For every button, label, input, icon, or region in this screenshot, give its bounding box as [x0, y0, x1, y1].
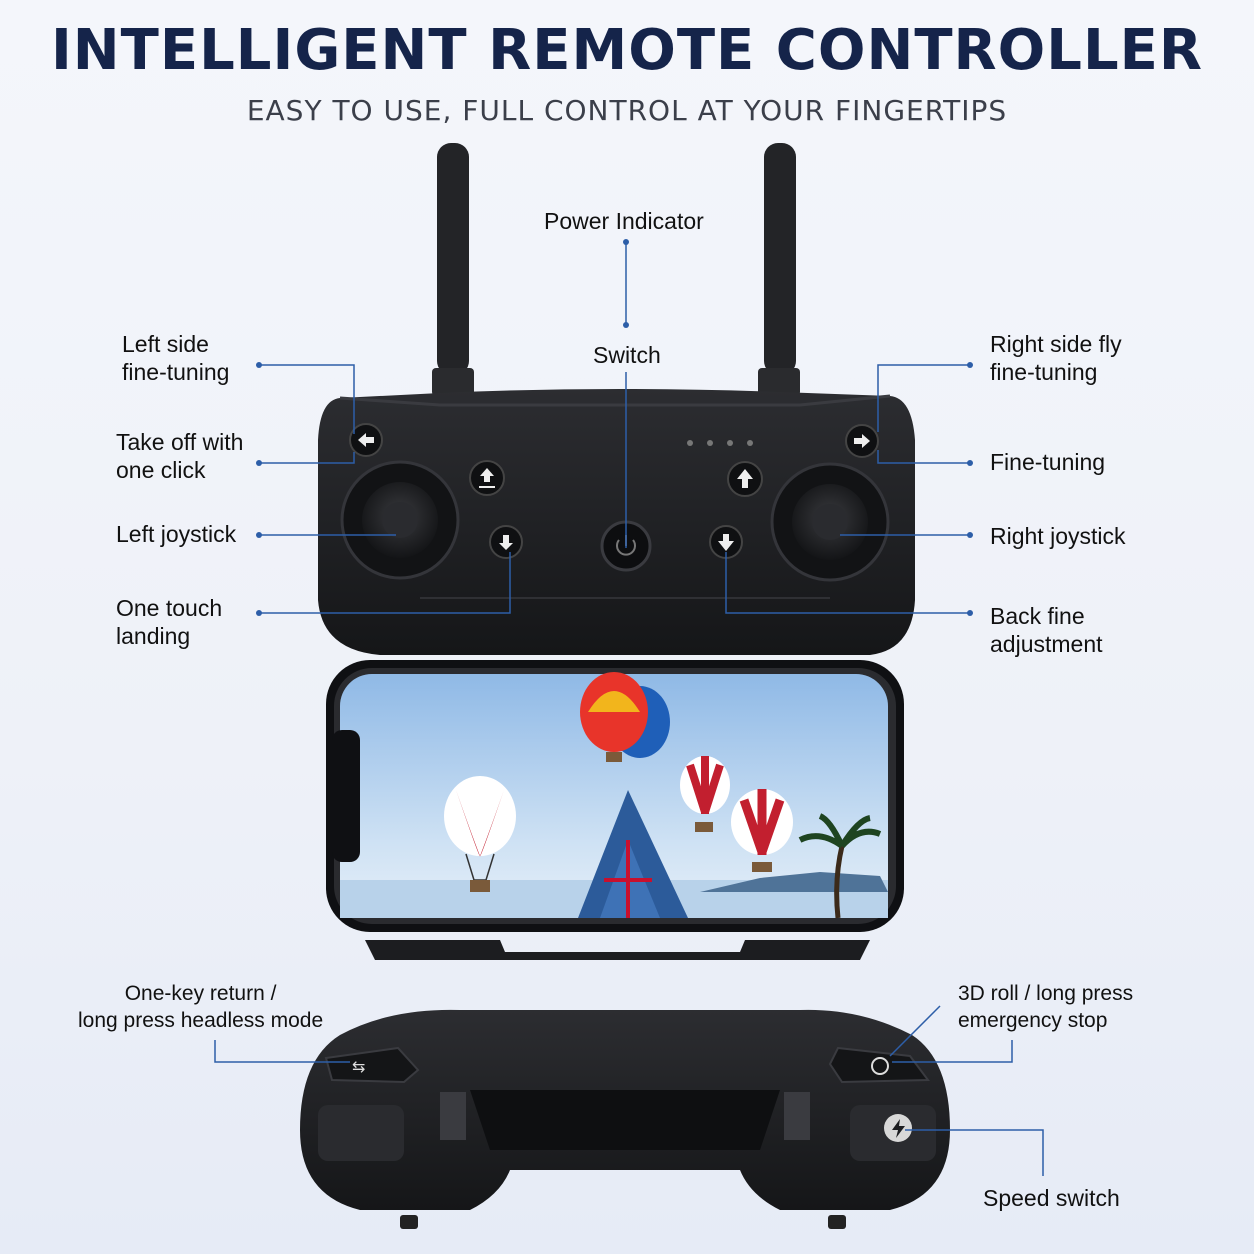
leader-lines — [214, 239, 1044, 1176]
balloon — [444, 776, 516, 892]
page-title: INTELLIGENT REMOTE CONTROLLER — [50, 18, 1204, 83]
antenna-right — [758, 143, 800, 396]
callout-power-indicator: Power Indicator — [544, 208, 704, 234]
callout-left-joystick: Left joystick — [116, 521, 237, 547]
callout-3d-roll: 3D roll / long press emergency stop — [958, 982, 1134, 1032]
balloon — [731, 789, 793, 872]
right-arrow-icon[interactable] — [845, 424, 879, 458]
controller-body — [318, 389, 915, 655]
svg-text:⇆: ⇆ — [352, 1057, 365, 1076]
headless-icon[interactable]: ⇆ — [324, 1046, 420, 1084]
up-arrow-icon[interactable] — [727, 461, 763, 497]
callout-one-touch-landing: One touch landing — [116, 595, 223, 649]
phone-holder — [365, 940, 870, 960]
callout-one-key-return: One-key return / long press headless mod… — [78, 982, 324, 1032]
takeoff-icon[interactable] — [469, 460, 505, 496]
callout-right-joystick: Right joystick — [990, 523, 1126, 549]
callout-fine-tuning: Fine-tuning — [990, 449, 1106, 475]
power-indicator-leds — [687, 440, 753, 446]
landing-icon[interactable] — [489, 525, 523, 559]
callout-switch: Switch — [593, 342, 661, 368]
speed-icon[interactable] — [884, 1114, 912, 1142]
page-subtitle: EASY TO USE, FULL CONTROL AT YOUR FINGER… — [246, 94, 1008, 127]
callout-back-fine: Back fine adjustment — [990, 603, 1103, 657]
callout-left-side-fine-tuning: Left side fine-tuning — [122, 331, 230, 385]
left-arrow-icon[interactable] — [349, 423, 383, 457]
callout-speed-switch: Speed switch — [983, 1185, 1120, 1211]
antenna-left — [432, 143, 474, 396]
roll-icon[interactable] — [828, 1046, 930, 1084]
callout-right-side-fly: Right side fly fine-tuning — [990, 331, 1122, 385]
palm-tree — [798, 813, 882, 919]
callout-take-off: Take off with one click — [116, 429, 244, 483]
smartphone — [326, 660, 904, 932]
right-joystick[interactable] — [770, 462, 890, 582]
balloon — [580, 672, 670, 762]
balloon — [680, 756, 730, 832]
left-joystick[interactable] — [340, 460, 460, 580]
controller-bottom-view — [300, 1009, 950, 1229]
